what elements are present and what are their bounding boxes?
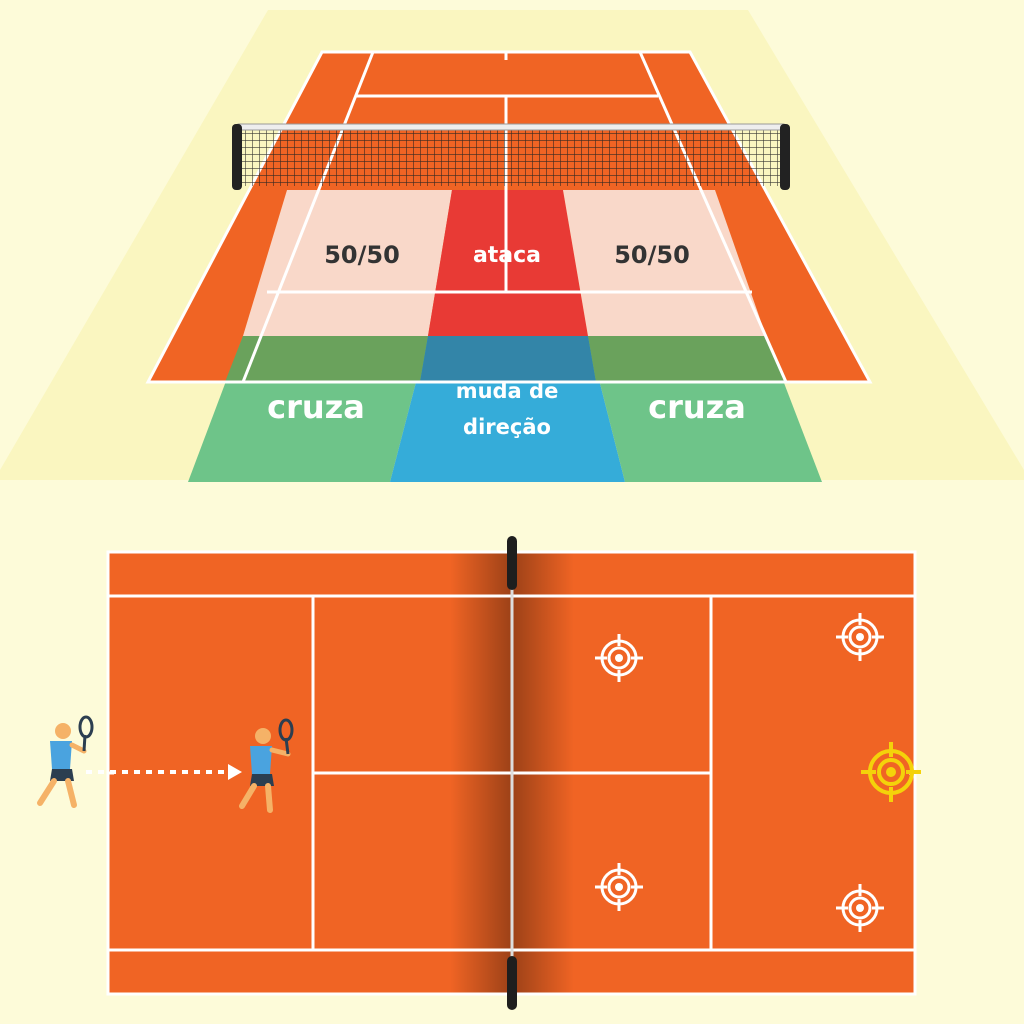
label-center-muda-line1: muda de (456, 379, 559, 403)
dotted-arrow (86, 764, 242, 780)
target-icon (836, 884, 884, 932)
topdown-section (37, 536, 921, 1010)
label-left-cruza: cruza (267, 388, 365, 426)
label-center-muda-line2: direção (463, 415, 551, 439)
highlighted-target-icon (861, 742, 921, 802)
tennis-player-icon (239, 718, 294, 813)
zone-center-muda-band (420, 336, 596, 382)
topdown-net (507, 536, 517, 1010)
zone-right-cruza-band (588, 336, 786, 382)
label-right-cruza: cruza (648, 388, 746, 426)
target-icon (595, 634, 643, 682)
tennis-player-icon (37, 715, 94, 808)
perspective-net (232, 123, 790, 190)
perspective-section: 50/50 ataca 50/50 cruza muda de direção … (0, 10, 1024, 482)
zone-left-cruza-band (225, 336, 428, 382)
zone-right-5050 (563, 190, 766, 336)
zone-left-5050 (243, 190, 452, 336)
label-center-ataca: ataca (473, 243, 541, 268)
label-left-5050: 50/50 (324, 241, 400, 269)
perspective-court-lines (145, 50, 873, 384)
target-icon (595, 863, 643, 911)
label-right-5050: 50/50 (614, 241, 690, 269)
zone-center-ataca (428, 190, 588, 336)
target-icon (836, 613, 884, 661)
